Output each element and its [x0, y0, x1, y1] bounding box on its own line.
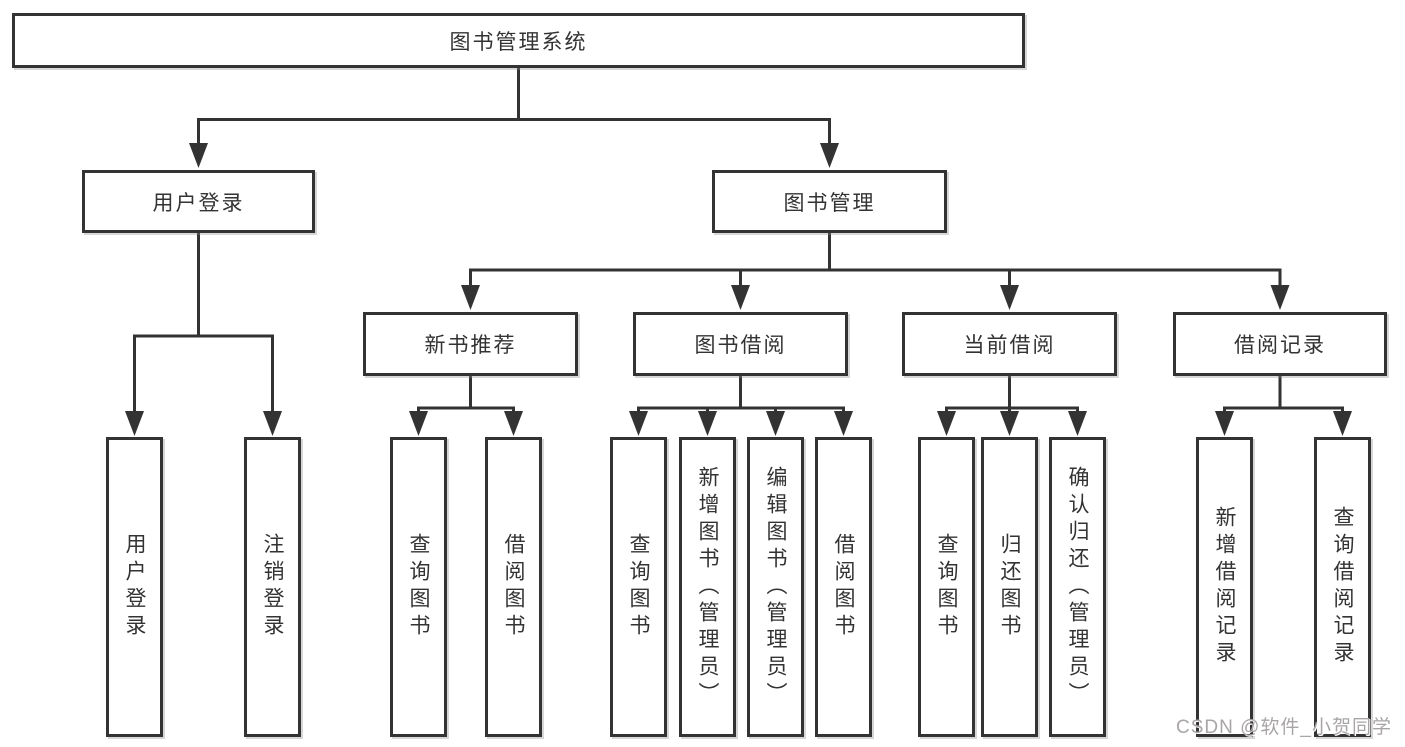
node-label: 新增图书（管理员） [696, 465, 719, 709]
connector-book-borrow-split [637, 376, 845, 414]
node-book-borrow: 图书借阅 [633, 312, 848, 376]
node-label: 新书推荐 [424, 334, 517, 357]
node-label: 图书借阅 [694, 334, 787, 357]
node-label: 用户登录 [152, 191, 245, 215]
leaf-add-borrow-record: 新增借阅记录 [1196, 437, 1253, 737]
leaf-query-borrow-record: 查询借阅记录 [1314, 437, 1371, 737]
arrow-down-icon [937, 411, 956, 436]
node-book-management: 图书管理 [712, 170, 947, 233]
leaf-return-book: 归还图书 [981, 437, 1038, 737]
arrow-down-icon [766, 411, 785, 436]
node-label: 查询图书 [627, 533, 650, 641]
arrow-down-icon [125, 411, 144, 436]
node-label: 新增借阅记录 [1213, 506, 1236, 668]
arrow-down-icon [1333, 411, 1352, 436]
connector-root-split [197, 66, 831, 148]
node-label: 当前借阅 [963, 334, 1056, 357]
arrow-down-icon [698, 411, 717, 436]
arrow-down-icon [731, 285, 750, 310]
leaf-user-login: 用户登录 [106, 437, 163, 737]
arrow-down-icon [461, 285, 480, 310]
leaf-confirm-return-admin: 确认归还（管理员） [1049, 437, 1106, 737]
leaf-query-books-current: 查询图书 [918, 437, 975, 737]
node-label: 查询借阅记录 [1331, 506, 1354, 668]
node-label: 确认归还（管理员） [1066, 465, 1089, 709]
arrow-down-icon [189, 143, 208, 168]
node-borrow-records: 借阅记录 [1173, 312, 1387, 376]
connector-user-login-split [133, 233, 274, 414]
node-label: 注销登录 [261, 533, 284, 641]
leaf-borrow-books-borrow: 借阅图书 [815, 437, 872, 737]
connector-borrow-records-split [1223, 376, 1344, 414]
arrow-down-icon [820, 143, 839, 168]
arrow-down-icon [1000, 411, 1019, 436]
node-label: 查询图书 [935, 533, 958, 641]
node-label: 图书管理系统 [449, 30, 588, 54]
leaf-borrow-books-recommend: 借阅图书 [485, 437, 542, 737]
leaf-query-books-recommend: 查询图书 [390, 437, 447, 737]
node-current-borrow: 当前借阅 [902, 312, 1117, 376]
connector-book-management-split [469, 233, 1282, 289]
node-label: 借阅记录 [1234, 334, 1326, 357]
node-label: 编辑图书（管理员） [764, 465, 787, 709]
leaf-logout: 注销登录 [244, 437, 301, 737]
arrow-down-icon [1000, 285, 1019, 310]
leaf-edit-book-admin: 编辑图书（管理员） [747, 437, 804, 737]
leaf-add-book-admin: 新增图书（管理员） [679, 437, 736, 737]
arrow-down-icon [629, 411, 648, 436]
node-user-login: 用户登录 [82, 170, 315, 233]
arrow-down-icon [834, 411, 853, 436]
node-label: 借阅图书 [832, 533, 855, 641]
arrow-down-icon [504, 411, 523, 436]
node-root-system: 图书管理系统 [12, 13, 1025, 68]
arrow-down-icon [1270, 285, 1290, 310]
arrow-down-icon [409, 411, 428, 436]
connector-new-book-split [417, 376, 515, 414]
node-label: 查询图书 [407, 533, 430, 641]
arrow-down-icon [1215, 411, 1234, 436]
node-label: 用户登录 [123, 533, 146, 641]
leaf-query-books-borrow: 查询图书 [610, 437, 667, 737]
node-label: 借阅图书 [502, 533, 525, 641]
node-label: 图书管理 [783, 191, 876, 215]
connector-current-borrow-split [945, 376, 1079, 414]
arrow-down-icon [1068, 411, 1087, 436]
arrow-down-icon [263, 411, 282, 436]
watermark: CSDN @软件_小贺同学 [1176, 717, 1392, 738]
node-new-book-recommend: 新书推荐 [363, 312, 578, 376]
node-label: 归还图书 [998, 533, 1021, 641]
